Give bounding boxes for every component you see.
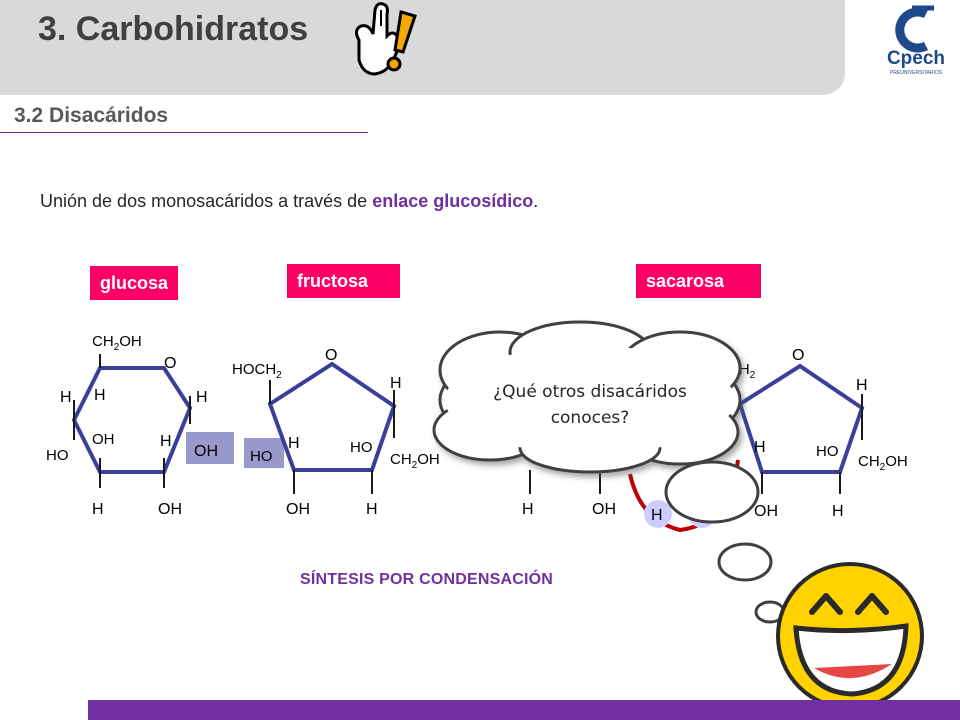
sucrose-oh-bottom2: OH: [754, 503, 778, 520]
fructose-ho-right: HO: [350, 439, 373, 456]
bubble-line-1: ¿Qué otros disacáridos: [493, 382, 687, 402]
subtitle-underline: [0, 132, 368, 133]
sucrose-h-inner: H: [754, 439, 766, 456]
fructose-oh-bottom: OH: [286, 501, 310, 518]
label-fructosa: fructosa: [287, 264, 400, 298]
water-h-circle: [644, 500, 672, 528]
cpech-logo: Cpech PREUNIVERSITARIOS: [887, 5, 945, 76]
sucrose-h-bottom-right: H: [832, 503, 844, 520]
section-subtitle: 3.2 Disacáridos: [14, 104, 169, 127]
highlight-oh-box: [186, 432, 234, 464]
sucrose-h-bottom-left: H: [522, 501, 534, 518]
glucose-ring: [71, 366, 193, 474]
glucose-ch2oh: CH2OH: [92, 333, 142, 353]
page-title: 3. Carbohidratos: [38, 10, 309, 48]
fructose-o: O: [325, 347, 337, 364]
bubble-line-2: conoces?: [550, 407, 630, 428]
fructose-bonds: [269, 380, 395, 494]
sucrose-ch2oh: CH2OH: [858, 453, 908, 473]
synthesis-caption: SÍNTESIS POR CONDENSACIÓN: [300, 571, 554, 588]
laughing-smiley-icon: [776, 562, 924, 710]
header-bar: [0, 0, 845, 95]
glucose-bonds: [73, 354, 191, 488]
glucose-ho-left: HO: [46, 447, 69, 464]
label-glucosa: glucosa: [90, 266, 179, 300]
sucrose-h-water: H: [651, 507, 663, 524]
intro-highlight: enlace glucosídico: [372, 191, 534, 211]
glucose-h-bottom-left: H: [92, 501, 104, 518]
glucose-o: O: [164, 355, 176, 372]
glucose-oh-highlight: OH: [194, 443, 218, 460]
thought-bubble-fill: [445, 346, 735, 454]
fructose-h-inner: H: [288, 435, 300, 452]
sucrose-o: O: [792, 347, 804, 364]
sucrose-ho-right: HO: [816, 443, 839, 460]
fructose-hoch2: HOCH2: [232, 361, 282, 381]
intro-text: Unión de dos monosacáridos a través de e…: [40, 191, 538, 212]
highlight-ho-box: [244, 438, 284, 468]
glucose-h-inner-right: H: [160, 433, 172, 450]
thought-bubble-trail: [664, 460, 786, 624]
glucose-oh-bottom-right: OH: [158, 501, 182, 518]
footer-bar: [88, 700, 960, 720]
glucose-h-inner: H: [94, 387, 106, 404]
sucrose-fructose-ring: [737, 363, 865, 474]
glucose-h-upper-left: H: [60, 389, 72, 406]
svg-text:Cpech: Cpech: [887, 48, 945, 69]
glucose-h-upper-right: H: [196, 389, 208, 406]
fructose-ho-highlight: HO: [250, 448, 273, 465]
hand-exclamation-icon: [354, 2, 417, 76]
svg-text:PREUNIVERSITARIOS: PREUNIVERSITARIOS: [890, 70, 943, 76]
label-sacarosa: sacarosa: [636, 264, 761, 298]
fructose-h-bottom: H: [366, 501, 378, 518]
fructose-h-top-right: H: [390, 375, 402, 392]
intro-text-before: Unión de dos monosacáridos a través de: [40, 191, 373, 211]
sucrose-h-top-right: H: [856, 377, 868, 394]
intro-text-after: .: [533, 191, 539, 211]
bubble-question: ¿Qué otros disacáridos conoces?: [470, 380, 710, 431]
fructose-ch2oh: CH2OH: [390, 451, 440, 471]
glucose-oh-inner: OH: [92, 431, 115, 448]
fructose-ring: [267, 361, 397, 472]
sucrose-left-bonds: [529, 470, 601, 494]
sucrose-ring-bonds: [761, 394, 863, 494]
sucrose-oh-bottom: OH: [592, 501, 616, 518]
